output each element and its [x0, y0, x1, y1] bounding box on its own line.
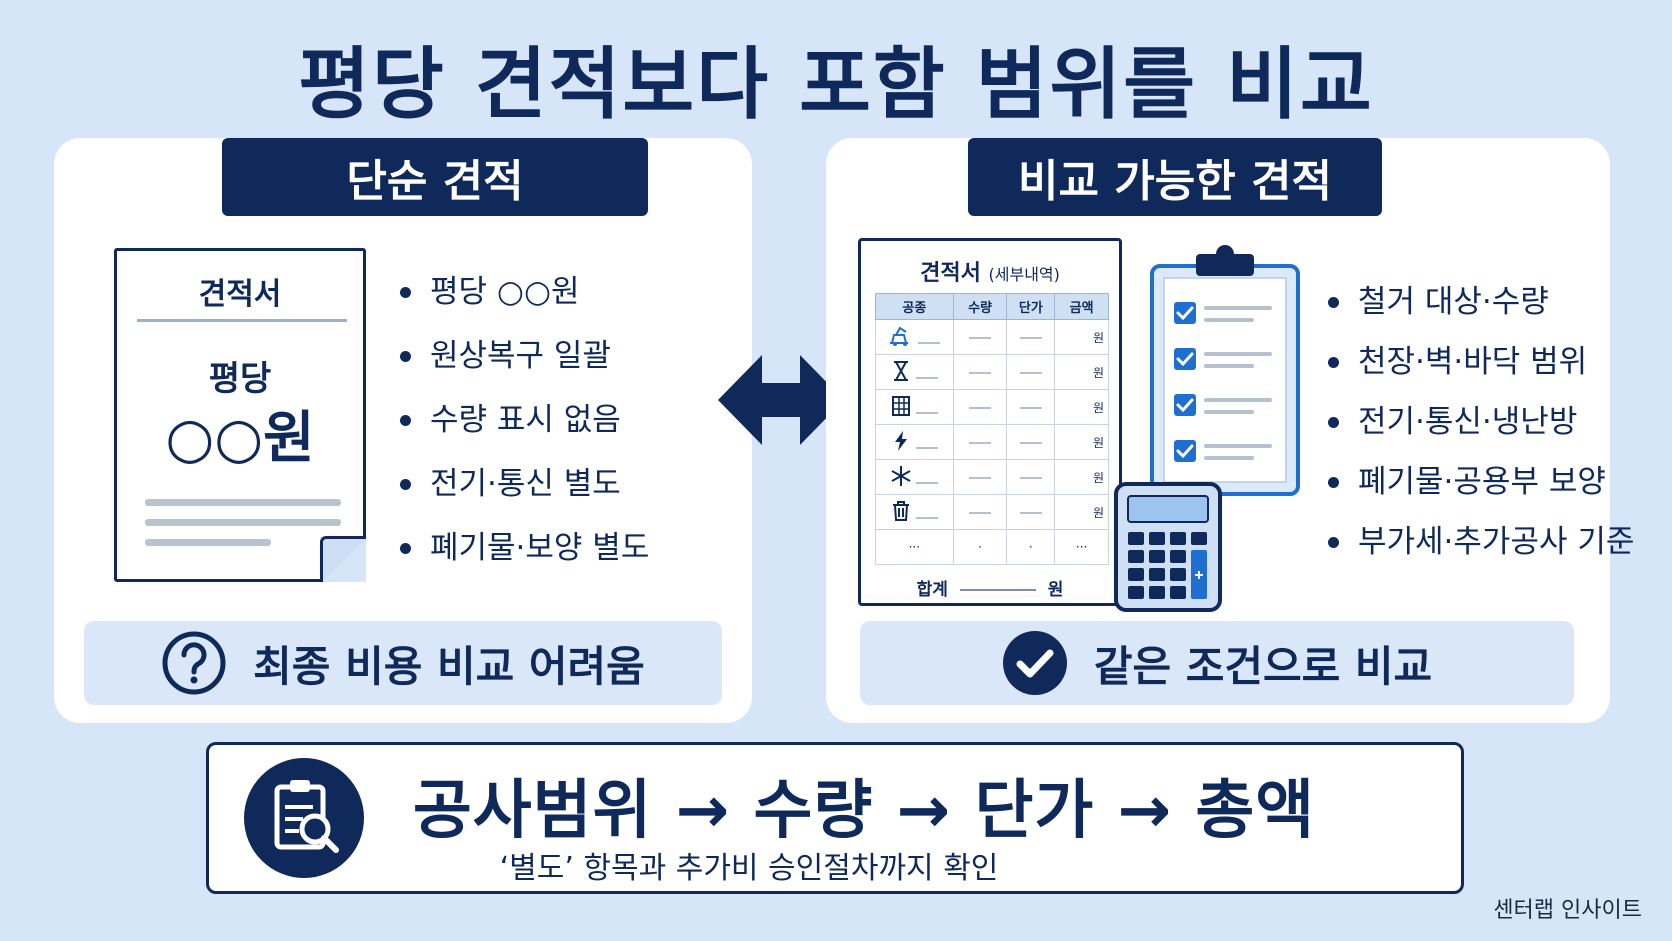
detailed-quote-document: 견적서 (세부내역) 공종 수량 단가 금액 원: [858, 238, 1122, 606]
comparable-quote-footer: 같은 조건으로 비교: [860, 621, 1574, 705]
bullet-item: 폐기물·보양 별도: [400, 516, 649, 580]
comparable-quote-header: 비교 가능한 견적: [968, 138, 1382, 216]
column-header: 공종: [875, 293, 954, 320]
bullet-item: 수량 표시 없음: [400, 388, 649, 452]
document-subtitle: 평당: [208, 359, 272, 399]
document-text-line: [145, 539, 271, 546]
hourglass-icon: [890, 360, 912, 385]
summary-sub-text: ‘별도’ 항목과 추가비 승인절차까지 확인: [499, 851, 999, 886]
quote-title-text: 견적서: [920, 261, 981, 286]
bullet-item: 천장·벽·바닥 범위: [1328, 332, 1634, 392]
bullet-item: 철거 대상·수량: [1328, 272, 1634, 332]
document-text-line: [145, 519, 341, 526]
table-row: 원: [875, 319, 1109, 355]
amount-unit: 원: [1054, 319, 1109, 355]
summary-main-text: 공사범위 → 수량 → 단가 → 총액: [412, 774, 1316, 848]
row-cell: [875, 319, 954, 355]
document-divider: [137, 319, 347, 322]
quote-title: 견적서 (세부내역): [861, 255, 1119, 287]
trash-icon: [890, 500, 912, 525]
bullet-item: 평당 ○○원: [400, 260, 649, 324]
column-header: 수량: [952, 293, 1008, 320]
credit-text: 센터랩 인사이트: [1493, 898, 1642, 923]
comparable-quote-bullets: 철거 대상·수량 천장·벽·바닥 범위 전기·통신·냉난방 폐기물·공용부 보양…: [1328, 272, 1634, 572]
table-row: ··· · · ···: [875, 529, 1109, 565]
question-circle-icon: [161, 630, 227, 696]
snowflake-icon: [890, 465, 912, 490]
page-title: 평당 견적보다 포함 범위를 비교: [298, 40, 1374, 130]
double-arrow-icon: [718, 355, 844, 449]
ellipsis-cell: ·: [1006, 529, 1056, 565]
total-unit: 원: [1047, 580, 1064, 600]
quote-table-header: 공종 수량 단가 금액: [875, 293, 1109, 320]
summary-box: 공사범위 → 수량 → 단가 → 총액 ‘별도’ 항목과 추가비 승인절차까지 …: [206, 742, 1464, 894]
quote-title-note: (세부내역): [988, 265, 1060, 284]
ellipsis-cell: ···: [875, 529, 954, 565]
ellipsis-cell: ···: [1054, 529, 1109, 565]
comparable-quote-panel: 비교 가능한 견적 견적서 (세부내역) 공종 수량 단가 금액 원: [826, 138, 1634, 723]
table-row: 원: [875, 354, 1109, 390]
simple-quote-document: 견적서 평당 ○○원: [114, 248, 366, 582]
simple-quote-footer-text: 최종 비용 비교 어려움: [253, 641, 645, 691]
column-header: 금액: [1054, 293, 1109, 320]
building-icon: [890, 395, 912, 420]
clipboard-search-icon: [243, 757, 365, 883]
bullet-item: 전기·통신·냉난방: [1328, 392, 1634, 452]
amount-unit: 원: [1054, 459, 1109, 495]
document-price: ○○원: [165, 406, 315, 471]
checklist-clipboard-icon: [1148, 238, 1302, 504]
amount-unit: 원: [1054, 494, 1109, 530]
bullet-item: 전기·통신 별도: [400, 452, 649, 516]
comparable-quote-footer-text: 같은 조건으로 비교: [1093, 641, 1433, 691]
amount-unit: 원: [1054, 354, 1109, 390]
total-label: 합계: [916, 580, 948, 600]
amount-unit: 원: [1054, 424, 1109, 460]
amount-unit: 원: [1054, 389, 1109, 425]
table-row: 원: [875, 494, 1109, 530]
quote-total: 합계 원: [861, 575, 1119, 600]
page-fold-icon: [320, 536, 366, 582]
simple-quote-footer: 최종 비용 비교 어려움: [84, 621, 722, 705]
document-text-line: [145, 499, 341, 506]
document-title: 견적서: [198, 277, 282, 312]
demolition-icon: [888, 326, 914, 350]
ellipsis-cell: ·: [952, 529, 1008, 565]
table-row: 원: [875, 424, 1109, 460]
simple-quote-panel: 단순 견적 견적서 평당 ○○원 평당 ○○원 원상복구 일괄 수량 표시 없음…: [54, 138, 752, 723]
table-row: 원: [875, 459, 1109, 495]
quote-table: 공종 수량 단가 금액 원 원: [875, 293, 1109, 565]
bullet-item: 부가세·추가공사 기준: [1328, 512, 1634, 572]
bullet-item: 폐기물·공용부 보양: [1328, 452, 1634, 512]
calculator-icon: [1112, 480, 1224, 618]
bullet-item: 원상복구 일괄: [400, 324, 649, 388]
column-header: 단가: [1006, 293, 1056, 320]
electric-icon: [890, 430, 912, 455]
check-circle-icon: [1002, 630, 1068, 696]
simple-quote-header: 단순 견적: [222, 138, 648, 216]
table-row: 원: [875, 389, 1109, 425]
simple-quote-bullets: 평당 ○○원 원상복구 일괄 수량 표시 없음 전기·통신 별도 폐기물·보양 …: [400, 260, 649, 580]
